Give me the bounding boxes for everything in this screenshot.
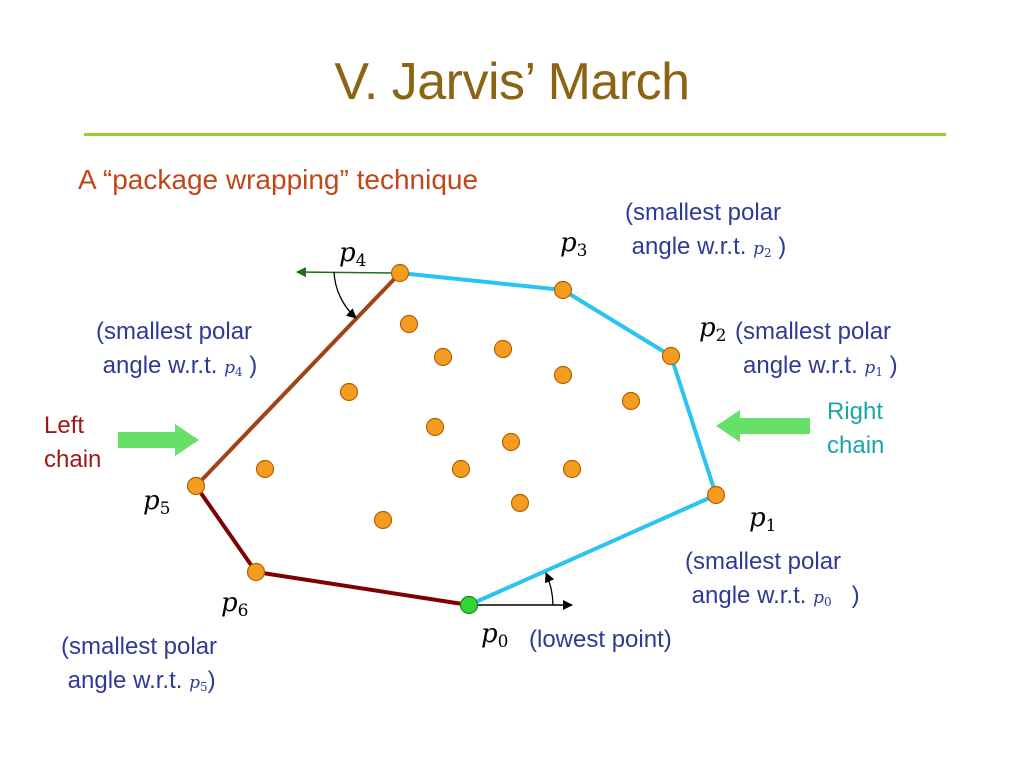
subtitle: A “package wrapping” technique	[78, 164, 479, 195]
p4-reference-arrow	[296, 267, 401, 278]
hull-points	[186, 263, 726, 615]
point-p2	[661, 346, 681, 366]
interior-point	[501, 432, 521, 452]
interior-points	[255, 314, 641, 530]
label-p0: p0	[481, 619, 509, 652]
note-p1: (smallest polar angle w.r.t. p0 )	[685, 545, 860, 619]
edge-p4-p5	[194, 271, 402, 488]
left-chain-arrow	[118, 424, 199, 456]
point-p4	[390, 263, 410, 283]
note-lowest-point: (lowest point)	[529, 626, 672, 653]
point-p6	[246, 562, 266, 582]
note-p2-line1: (smallest polar	[735, 318, 892, 345]
label-p5: p5	[143, 486, 171, 519]
point-p5	[186, 476, 206, 496]
p0-angle-arc	[545, 572, 555, 606]
right-chain-label: Right chain	[827, 395, 884, 463]
note-p4: (smallest polar angle w.r.t. p4 )	[96, 315, 257, 389]
label-p6: p6	[221, 588, 249, 621]
note-p2-line2: angle w.r.t. p1 )	[743, 352, 898, 379]
label-p3: p3	[560, 228, 588, 261]
left-chain-label-line2: chain	[44, 446, 102, 473]
interior-point	[433, 347, 453, 367]
edge-p6-p0	[255, 570, 470, 607]
label-p1: p1	[749, 503, 777, 536]
edge-p5-p6	[194, 484, 258, 574]
note-p1-line2: angle w.r.t. p0 )	[691, 582, 860, 609]
title-underline	[84, 133, 946, 136]
interior-point	[493, 339, 513, 359]
edge-p1-p2	[669, 355, 718, 496]
edge-p0-p1	[468, 493, 717, 607]
interior-point	[339, 382, 359, 402]
note-p3-line1: (smallest polar	[625, 199, 782, 226]
interior-point	[399, 314, 419, 334]
interior-point	[373, 510, 393, 530]
slide-title: V. Jarvis’ March	[334, 53, 690, 111]
p4-angle-arc	[333, 271, 357, 319]
note-p2: (smallest polar angle w.r.t. p1 )	[735, 315, 898, 389]
left-chain-label: Left chain	[44, 409, 101, 477]
interior-point	[553, 365, 573, 385]
label-p2: p2	[699, 313, 727, 346]
right-chain-label-line2: chain	[827, 432, 885, 459]
interior-point	[510, 493, 530, 513]
interior-point	[451, 459, 471, 479]
label-p4: p4	[339, 238, 367, 271]
interior-point	[621, 391, 641, 411]
edge-p2-p3	[561, 288, 673, 358]
note-p6-line1: (smallest polar	[61, 633, 218, 660]
interior-point	[562, 459, 582, 479]
interior-point	[255, 459, 275, 479]
left-chain-label-line1: Left	[44, 412, 85, 439]
note-p3: (smallest polar angle w.r.t. p2 )	[625, 196, 786, 270]
note-p6: (smallest polar angle w.r.t. p5)	[61, 630, 217, 704]
note-p6-line2: angle w.r.t. p5)	[67, 667, 216, 694]
right-chain-arrow	[716, 410, 810, 442]
note-p4-line2: angle w.r.t. p4 )	[102, 352, 258, 379]
note-p3-line2: angle w.r.t. p2 )	[631, 233, 787, 260]
edge-p3-p4	[399, 271, 564, 292]
note-p1-line1: (smallest polar	[685, 548, 842, 575]
point-p0	[459, 595, 479, 615]
interior-point	[425, 417, 445, 437]
point-p3	[553, 280, 573, 300]
right-chain-label-line1: Right	[827, 398, 884, 425]
note-p4-line1: (smallest polar	[96, 318, 253, 345]
point-p1	[706, 485, 726, 505]
